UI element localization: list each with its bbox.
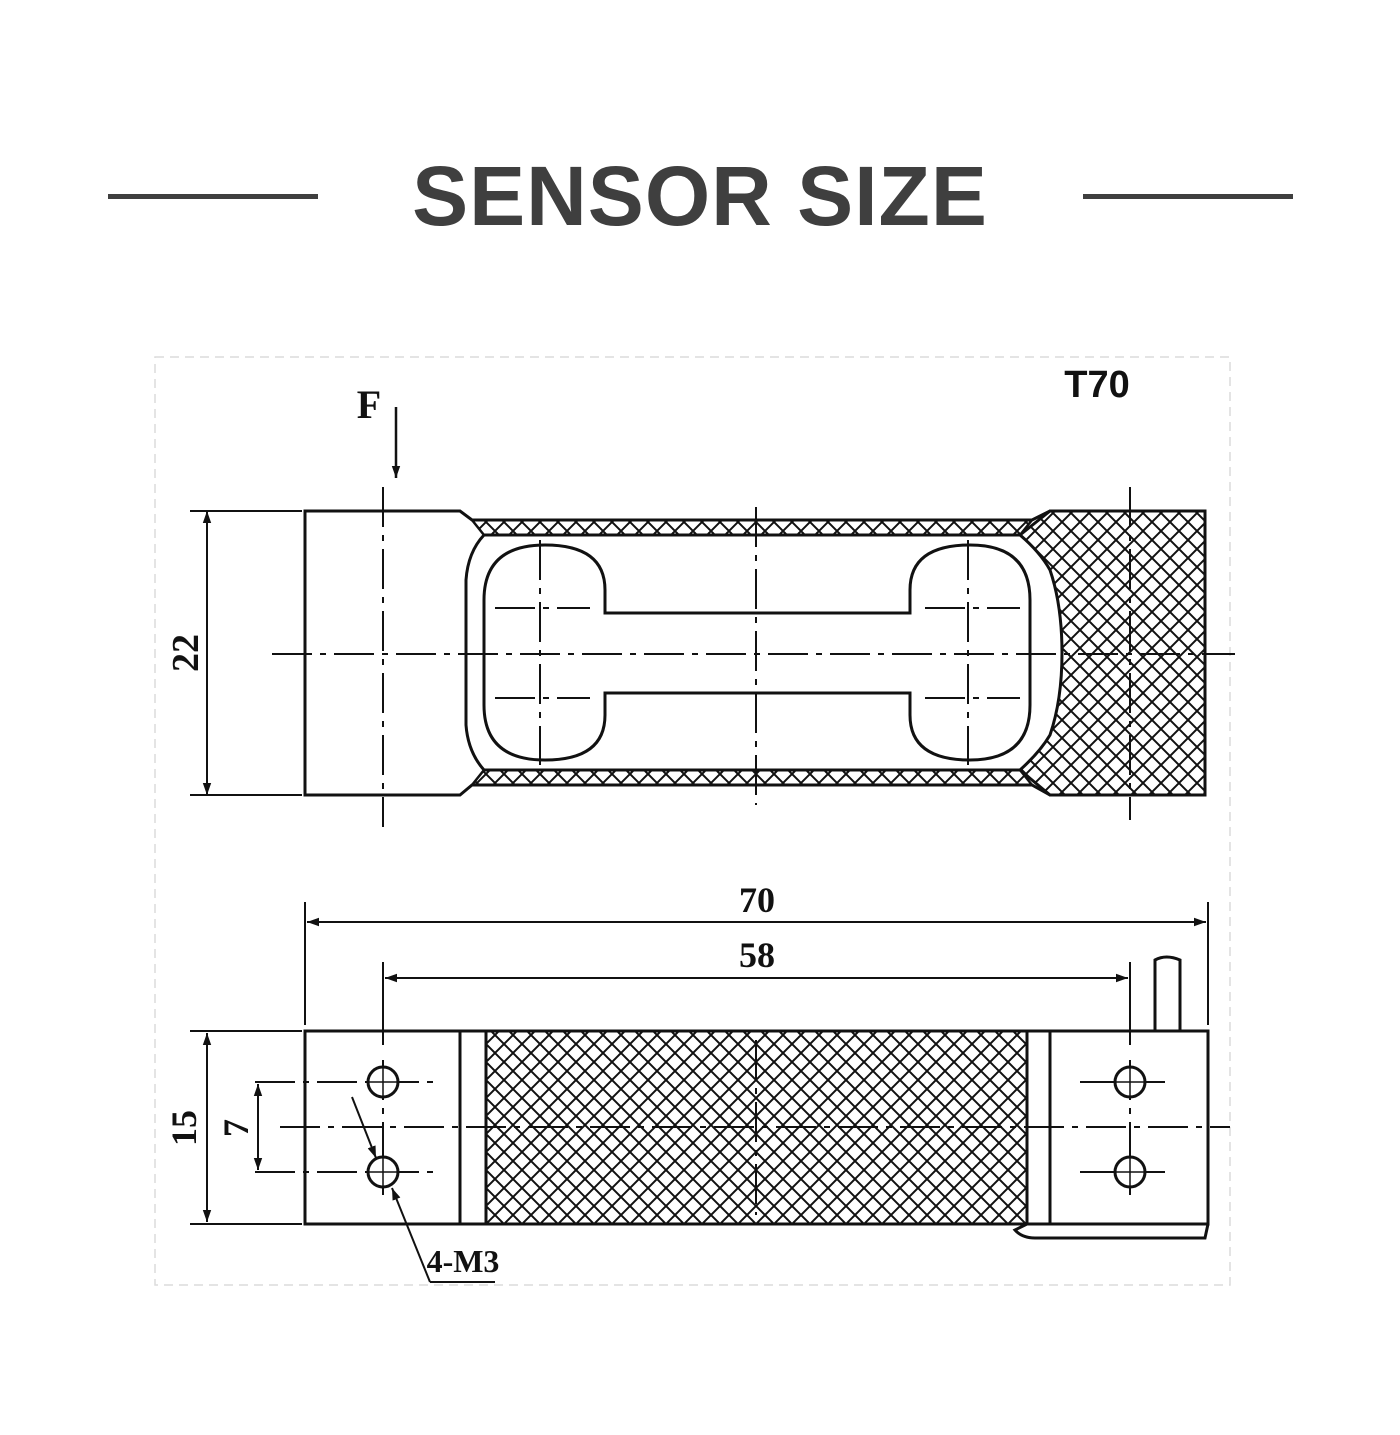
bottom-strip-hatch — [469, 768, 1035, 787]
length-dimensions — [304, 902, 1209, 1045]
thread-label: 4-M3 — [427, 1243, 500, 1279]
plan-bottom-lip — [1012, 1222, 1210, 1240]
hole-offset-label: 7 — [216, 1119, 256, 1137]
title-rule-right — [1083, 194, 1293, 199]
cable-stub — [1153, 955, 1182, 1031]
width-dimension-label: 15 — [164, 1110, 204, 1146]
top-strip-hatch — [469, 518, 1035, 537]
header: SENSOR SIZE — [0, 0, 1400, 300]
hole-spacing-label: 58 — [739, 935, 775, 975]
height-dimension — [190, 510, 302, 796]
dumbbell-cutout — [482, 543, 1032, 762]
side-view-centerlines — [272, 487, 1235, 827]
force-label: F — [357, 382, 381, 427]
title-rule-left — [108, 194, 318, 199]
hole-cross-marks — [368, 1067, 1145, 1187]
height-dimension-label: 22 — [165, 634, 207, 672]
width-dimension — [190, 1030, 302, 1225]
drawing-frame — [154, 356, 1231, 1286]
window-left-contour — [464, 533, 486, 771]
page-title: SENSOR SIZE — [412, 149, 988, 243]
thread-leader — [351, 1096, 495, 1283]
total-length-label: 70 — [739, 880, 775, 920]
side-body-outline — [303, 509, 1207, 797]
model-label: T70 — [1064, 364, 1129, 406]
